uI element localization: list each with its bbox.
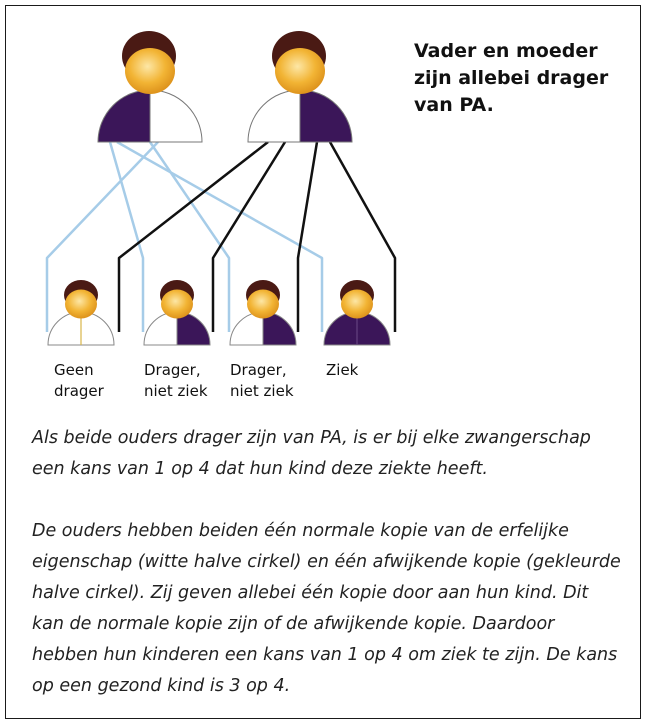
child-4-label: Ziek	[326, 360, 358, 381]
parent-left	[97, 31, 203, 143]
child-2-label: Drager, niet ziek	[144, 360, 208, 402]
line-right-to-child-3	[296, 141, 319, 332]
child-2-label-line2: niet ziek	[144, 382, 208, 400]
parent-left-body-normal-half	[149, 89, 203, 143]
child-4-label-line1: Ziek	[326, 361, 359, 379]
inheritance-lines-parent-left	[45, 140, 324, 332]
child-2-label-line1: Drager,	[144, 361, 201, 379]
child-1-face	[65, 289, 97, 319]
line-right-to-child-1	[117, 141, 269, 332]
child-3-label: Drager, niet ziek	[230, 360, 294, 402]
line-left-to-child-2	[108, 141, 145, 332]
parent-right-body-abnormal-half	[299, 89, 353, 143]
child-1-label: Geen drager	[54, 360, 104, 402]
child-3-label-line1: Drager,	[230, 361, 287, 379]
parent-right	[247, 31, 353, 143]
child-4-face	[341, 289, 373, 319]
child-3-label-line2: niet ziek	[230, 382, 294, 400]
parent-right-body-normal-half	[247, 89, 301, 143]
explanation-paragraph-2: De ouders hebben beiden één normale kopi…	[32, 521, 621, 696]
inheritance-lines-parent-right	[117, 141, 397, 332]
parent-left-face	[125, 48, 175, 94]
line-left-to-child-1	[45, 141, 159, 332]
parent-right-face	[275, 48, 325, 94]
child-1-label-line2: drager	[54, 382, 104, 400]
child-2-carrier	[143, 280, 211, 346]
line-left-to-child-4	[116, 140, 324, 332]
explanation-paragraph-1: Als beide ouders drager zijn van PA, is …	[32, 428, 591, 479]
child-3-face	[247, 289, 279, 319]
child-2-face	[161, 289, 193, 319]
child-4-affected	[323, 280, 391, 346]
line-left-to-child-3	[148, 141, 231, 332]
line-right-to-child-2	[211, 141, 287, 332]
line-right-to-child-4	[328, 141, 397, 332]
diagram-title: Vader en moeder zijn allebei drager van …	[414, 40, 609, 116]
child-1-not-carrier	[47, 280, 115, 346]
parent-left-body-abnormal-half	[97, 89, 151, 143]
child-3-carrier	[229, 280, 297, 346]
child-1-label-line1: Geen	[54, 361, 94, 379]
